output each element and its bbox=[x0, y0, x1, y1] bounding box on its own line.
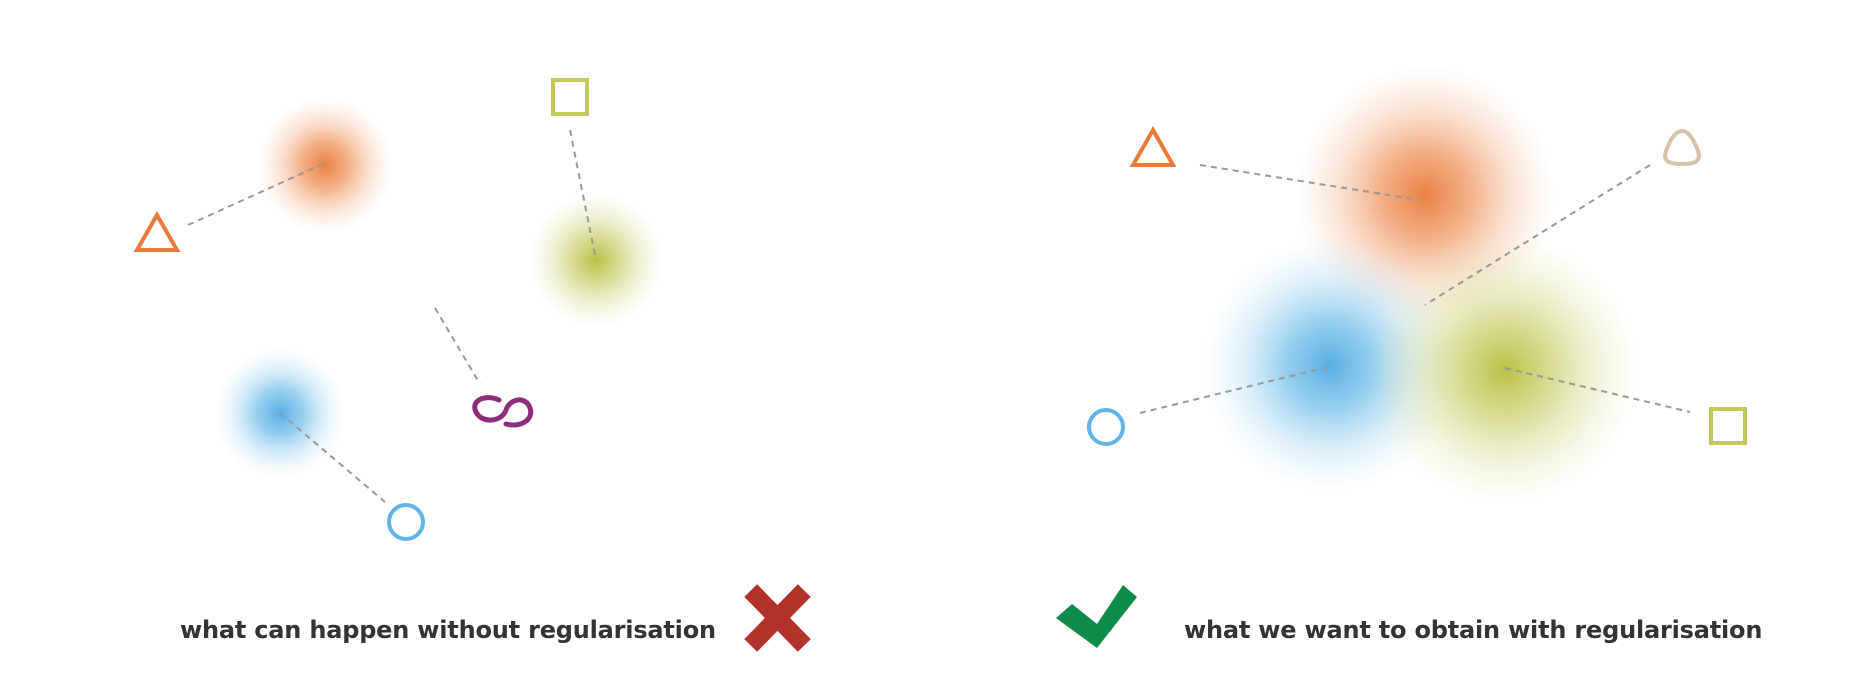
circle-icon bbox=[387, 503, 425, 541]
square-icon bbox=[551, 78, 589, 116]
squiggle-icon bbox=[472, 395, 534, 428]
dashed-link bbox=[187, 162, 326, 226]
circle-icon bbox=[1087, 408, 1125, 446]
square-icon bbox=[1709, 407, 1747, 445]
left-caption: what can happen without regularisation bbox=[180, 616, 716, 644]
dashed-link bbox=[434, 307, 481, 385]
dashed-link bbox=[569, 129, 597, 261]
right-panel bbox=[1056, 65, 1747, 648]
olive-blob bbox=[1370, 235, 1640, 505]
dashed-link bbox=[1504, 367, 1691, 413]
orange-blob bbox=[257, 97, 393, 233]
cross-icon bbox=[744, 584, 811, 652]
triangle-icon bbox=[1129, 125, 1177, 167]
dashed-link bbox=[279, 412, 386, 503]
left-panel bbox=[133, 78, 811, 652]
right-caption: what we want to obtain with regularisati… bbox=[1184, 616, 1763, 644]
dashed-link bbox=[1199, 164, 1421, 201]
triangle-icon bbox=[133, 210, 181, 252]
checkmark-icon bbox=[1056, 585, 1137, 648]
rounded-triangle-icon bbox=[1663, 128, 1701, 167]
dashed-link bbox=[1424, 164, 1651, 306]
